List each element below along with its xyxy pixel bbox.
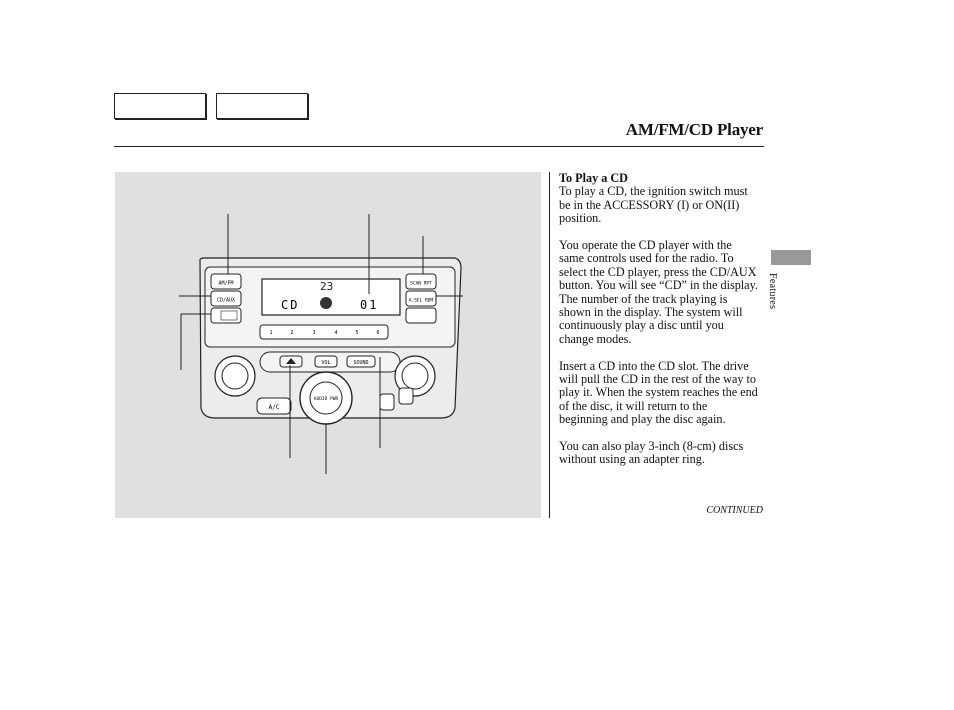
paragraph-4: You can also play 3-inch (8-cm) discs wi… <box>559 439 744 467</box>
preset-1: 1 <box>269 330 272 336</box>
cd-aux-button <box>210 290 242 307</box>
nav-button-index[interactable] <box>216 93 308 119</box>
display-track: 01 <box>360 298 378 312</box>
am-fm-label: AM/FM <box>218 281 233 287</box>
right-climate-knob <box>394 355 436 397</box>
lcd-display <box>261 278 401 316</box>
left-climate-knob <box>214 355 256 397</box>
section-heading: To Play a CD <box>559 171 628 185</box>
preset-4: 4 <box>334 330 337 336</box>
preset-strip <box>259 324 389 340</box>
ac-button <box>256 397 292 415</box>
left-climate-knob-inner <box>221 362 249 390</box>
am-fm-button <box>210 273 242 290</box>
section-tab-label: Features <box>767 273 778 310</box>
sound-label: SOUND <box>353 360 368 366</box>
nav-button-main-menu[interactable] <box>114 93 206 119</box>
rear-defrost-button <box>398 387 414 405</box>
vol-button <box>314 355 338 368</box>
recirculation-button <box>379 393 395 411</box>
page-title: AM/FM/CD Player <box>625 120 763 139</box>
vol-label: VOL <box>321 360 330 366</box>
preset-3: 3 <box>312 330 315 336</box>
figure-panel: AM/FM CD/AUX 23 CD 01 SCAN RPT A.SEL RDM… <box>115 172 541 518</box>
column-divider <box>549 172 550 518</box>
section-tab-marker[interactable] <box>771 250 811 265</box>
radio-illustration: AM/FM CD/AUX 23 CD 01 SCAN RPT A.SEL RDM… <box>179 214 463 474</box>
audio-pwr-label: AUDIO PWR <box>314 396 339 402</box>
preset-2: 2 <box>290 330 293 336</box>
sound-button <box>346 355 376 368</box>
ac-label: A/C <box>269 404 280 411</box>
scan-rpt-button <box>405 273 437 290</box>
audio-knob-center <box>309 381 343 415</box>
preset-5: 5 <box>355 330 358 336</box>
a-sel-rdm-label: A.SEL RDM <box>409 298 434 304</box>
display-disc-number: 23 <box>320 280 333 293</box>
display-disc-icon <box>320 297 332 309</box>
scan-rpt-label: SCAN RPT <box>410 281 432 287</box>
cd-aux-label: CD/AUX <box>217 298 235 304</box>
paragraph-1: To play a CD, the ignition switch must b… <box>559 184 748 226</box>
paragraph-3: Insert a CD into the CD slot. The drive … <box>559 358 758 427</box>
header-rule <box>114 146 764 147</box>
a-sel-rdm-button <box>405 290 437 307</box>
right-lower-button <box>405 307 437 324</box>
continued-label: CONTINUED <box>706 505 763 516</box>
right-climate-knob-inner <box>401 362 429 390</box>
display-cd: CD <box>281 298 299 312</box>
callout-lines <box>179 214 463 474</box>
eject-icon <box>286 358 296 364</box>
body-text: To Play a CD To play a CD, the ignition … <box>559 171 759 480</box>
left-lower-button <box>210 307 242 324</box>
paragraph-2: You operate the CD player with the same … <box>559 238 758 346</box>
preset-6: 6 <box>376 330 379 336</box>
